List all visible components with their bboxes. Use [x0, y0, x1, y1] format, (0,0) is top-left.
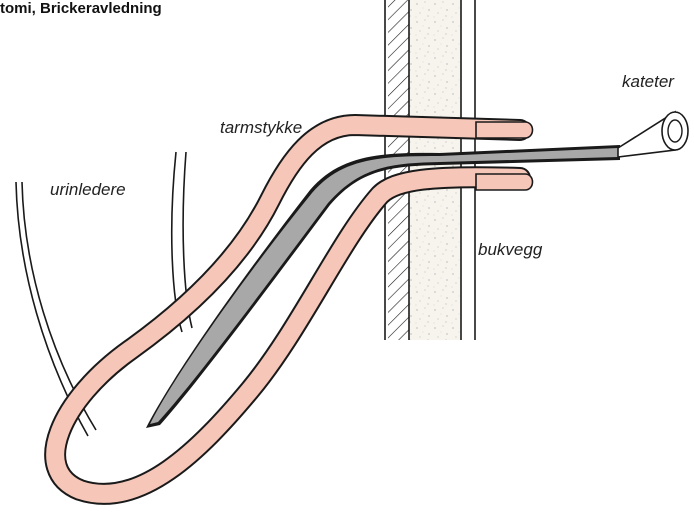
label-catheter: kateter: [622, 72, 674, 92]
label-ureter: urinledere: [50, 180, 126, 200]
label-abdominal-wall: bukvegg: [478, 240, 542, 260]
figure-title: tomi, Brickeravledning: [0, 0, 162, 17]
label-bowel-segment: tarmstykke: [220, 118, 302, 138]
